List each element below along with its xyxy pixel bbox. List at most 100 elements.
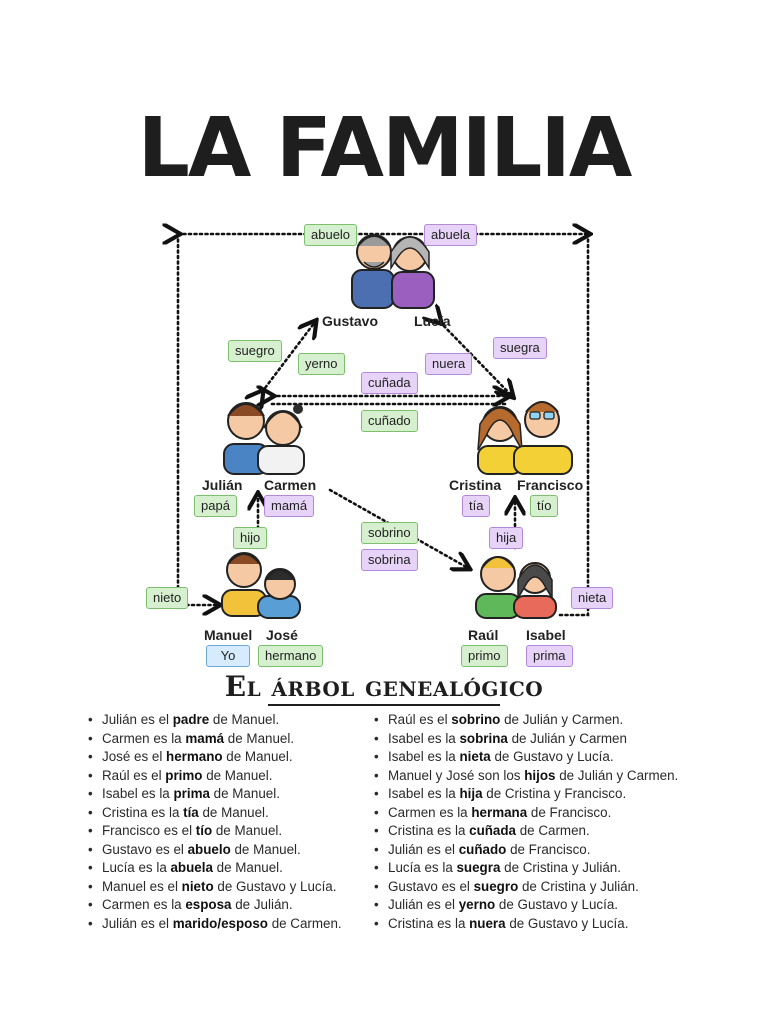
sentence-item: Francisco es el tío de Manuel.: [86, 822, 342, 841]
sentence-item: Manuel es el nieto de Gustavo y Lucía.: [86, 878, 342, 897]
sentence-item: Julián es el marido/esposo de Carmen.: [86, 915, 342, 934]
sentence-text: de Manuel.: [230, 841, 301, 857]
relation-word: abuelo: [187, 841, 231, 857]
sentence-text: Julián es el: [388, 897, 459, 912]
sentence-item: Lucía es la abuela de Manuel.: [86, 859, 342, 878]
sentence-item: Isabel es la nieta de Gustavo y Lucía.: [372, 748, 678, 767]
sentence-text: de Cristina y Julián.: [518, 878, 639, 894]
relation-word: nieto: [181, 878, 214, 894]
sentence-text: de Carmen.: [516, 823, 590, 838]
cousins-illustration: [475, 556, 557, 619]
tag-hijo: hijo: [233, 527, 268, 549]
tag-sobrina: sobrina: [361, 549, 418, 571]
tag-cunada: cuñada: [361, 372, 418, 394]
name-francisco: Francisco: [517, 477, 584, 493]
tag-hermano: hermano: [258, 645, 324, 667]
sentence-item: Carmen es la mamá de Manuel.: [86, 730, 342, 749]
sentence-text: de Julián y Carmen.: [555, 767, 679, 783]
sentence-text: de Manuel.: [212, 860, 283, 875]
sentence-text: de Manuel.: [212, 823, 283, 838]
sentence-text: Raúl es el: [388, 712, 452, 727]
sentence-item: Gustavo es el suegro de Cristina y Juliá…: [372, 878, 678, 897]
relation-word: abuela: [170, 860, 213, 875]
relation-word: tía: [183, 804, 199, 820]
name-raul: Raúl: [468, 627, 499, 643]
tag-tio: tío: [530, 495, 559, 517]
sentence-text: de Francisco.: [506, 841, 591, 857]
tag-abuelo: abuelo: [304, 224, 358, 246]
sentence-text: Lucía es la: [388, 860, 457, 875]
tag-tia: tía: [462, 495, 491, 517]
tag-papa: papá: [194, 495, 237, 517]
sentence-text: de Gustavo y Lucía.: [490, 749, 614, 764]
sentence-item: Manuel y José son los hijos de Julián y …: [372, 767, 678, 786]
sentence-text: Isabel es la: [388, 786, 460, 801]
sentence-text: Isabel es la: [388, 749, 460, 764]
relation-word: nuera: [469, 915, 506, 931]
tag-nieto: nieto: [146, 587, 189, 609]
sentence-text: Julián es el: [388, 841, 459, 857]
name-julian: Julián: [202, 477, 243, 493]
sentence-text: de Manuel.: [224, 730, 295, 746]
tag-nieta: nieta: [571, 587, 614, 609]
relation-word: esposa: [185, 897, 232, 912]
page-title: LA FAMILIA: [137, 101, 633, 196]
relation-word: cuñada: [469, 823, 517, 838]
sentence-item: Cristina es la cuñada de Carmen.: [372, 822, 678, 841]
sentence-item: Carmen es la esposa de Julián.: [86, 896, 342, 915]
tag-suegra: suegra: [493, 337, 547, 359]
sentence-text: Raúl es el: [102, 767, 166, 783]
sentence-text: Lucía es la: [102, 860, 171, 875]
sentence-text: Isabel es la: [102, 786, 174, 801]
sentence-text: Francisco es el: [102, 823, 196, 838]
sentence-text: Cristina es la: [388, 915, 470, 931]
sentence-item: Cristina es la tía de Manuel.: [86, 804, 342, 823]
parents-illustration: [223, 402, 305, 475]
sentence-text: Julián es el: [102, 915, 173, 931]
sentence-item: Cristina es la nuera de Gustavo y Lucía.: [372, 915, 678, 934]
name-gustavo: Gustavo: [322, 313, 379, 329]
sentence-item: Raúl es el primo de Manuel.: [86, 767, 342, 786]
relation-word: hermana: [471, 804, 528, 820]
tag-yerno: yerno: [298, 353, 345, 375]
tag-sobrino: sobrino: [361, 522, 418, 544]
sentence-item: Isabel es la prima de Manuel.: [86, 785, 342, 804]
sentence-item: Gustavo es el abuelo de Manuel.: [86, 841, 342, 860]
children-illustration: [221, 552, 301, 619]
relation-word: tío: [195, 823, 213, 838]
sentence-list-left: Julián es el padre de Manuel.Carmen es l…: [86, 711, 342, 933]
tag-nuera: nuera: [425, 353, 473, 375]
sentence-text: Carmen es la: [102, 730, 186, 746]
sentence-item: Julián es el yerno de Gustavo y Lucía.: [372, 896, 678, 915]
tag-abuela: abuela: [424, 224, 478, 246]
relation-word: sobrina: [459, 730, 508, 746]
sentence-text: Manuel y José son los: [388, 767, 525, 783]
subtitle-underline: [268, 704, 500, 706]
name-manuel: Manuel: [204, 627, 253, 643]
tag-yo: Yo: [206, 645, 250, 667]
sentence-text: de Carmen.: [267, 915, 342, 931]
sentence-text: de Julián y Carmen.: [500, 712, 624, 727]
name-isabel: Isabel: [526, 627, 566, 643]
relation-word: suegra: [456, 860, 501, 875]
relation-word: hijos: [524, 767, 556, 783]
sentence-item: Carmen es la hermana de Francisco.: [372, 804, 678, 823]
sentence-text: Cristina es la: [102, 804, 184, 820]
tag-prima: prima: [526, 645, 573, 667]
sentence-text: de Manuel.: [222, 749, 293, 764]
sentence-item: Lucía es la suegra de Cristina y Julián.: [372, 859, 678, 878]
tag-primo: primo: [461, 645, 508, 667]
grandparents-illustration: [351, 234, 435, 309]
sentence-text: Gustavo es el: [388, 878, 474, 894]
sentence-text: Carmen es la: [102, 897, 186, 912]
sentence-item: Julián es el padre de Manuel.: [86, 711, 342, 730]
relation-word: sobrino: [451, 712, 501, 727]
sentence-text: de Julián.: [231, 897, 293, 912]
sentence-item: Raúl es el sobrino de Julián y Carmen.: [372, 711, 678, 730]
sentence-text: José es el: [102, 749, 167, 764]
tag-hija: hija: [489, 527, 524, 549]
sentence-list-right: Raúl es el sobrino de Julián y Carmen.Is…: [372, 711, 678, 933]
tag-suegro-left: suegro: [228, 340, 282, 362]
tag-mama: mamá: [264, 495, 315, 517]
sentence-text: Isabel es la: [388, 730, 460, 746]
